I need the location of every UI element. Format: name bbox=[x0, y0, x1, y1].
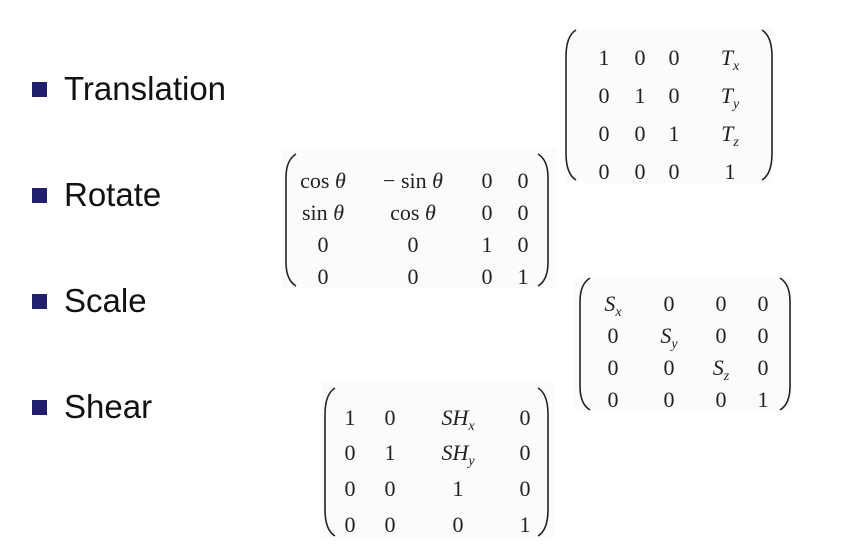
rotate-cell-1-3: 0 bbox=[518, 200, 529, 225]
rotate-cell-0-3: 0 bbox=[518, 168, 529, 193]
shear-cell-0-1: 0 bbox=[385, 405, 396, 430]
translation-right-paren bbox=[761, 29, 773, 181]
shear-cell-2-1: 0 bbox=[385, 476, 396, 501]
rotate-cell-0-0: cos θ bbox=[300, 168, 346, 193]
bullet-label-translation: Translation bbox=[64, 70, 227, 107]
scale-cell-1-3: 0 bbox=[758, 323, 769, 348]
shear-cell-1-2: SHy bbox=[441, 440, 475, 469]
rotate-cell-3-3: 1 bbox=[518, 264, 529, 289]
translation-cell-0-3: Tx bbox=[721, 45, 740, 74]
translation-cell-0-0: 1 bbox=[599, 45, 610, 70]
shear-cell-3-2: 0 bbox=[453, 512, 464, 537]
scale-cell-2-3: 0 bbox=[758, 355, 769, 380]
translation-matrix-box bbox=[566, 28, 772, 183]
shear-cell-3-3: 1 bbox=[520, 512, 531, 537]
shear-cell-1-0: 0 bbox=[345, 440, 356, 465]
rotate-cell-0-2: 0 bbox=[482, 168, 493, 193]
scale-cell-0-3: 0 bbox=[758, 291, 769, 316]
square-bullet-icon bbox=[32, 187, 47, 203]
translation-cell-1-0: 0 bbox=[599, 83, 610, 108]
bullet-label-scale: Scale bbox=[64, 282, 147, 319]
scale-cell-3-1: 0 bbox=[664, 387, 675, 412]
shear-cell-0-0: 1 bbox=[345, 405, 356, 430]
scale-cell-2-2: Sz bbox=[713, 355, 730, 384]
scale-cell-1-2: 0 bbox=[716, 323, 727, 348]
translation-cell-3-0: 0 bbox=[599, 159, 610, 184]
scale-right-paren bbox=[779, 277, 791, 411]
rotate-left-paren bbox=[285, 153, 297, 287]
scale-matrix-box bbox=[574, 276, 792, 412]
translation-cell-3-2: 0 bbox=[669, 159, 680, 184]
scale-cell-2-1: 0 bbox=[664, 355, 675, 380]
rotate-cell-2-2: 1 bbox=[482, 232, 493, 257]
scale-cell-0-1: 0 bbox=[664, 291, 675, 316]
bullet-shear: Shear bbox=[32, 388, 152, 426]
scale-cell-3-0: 0 bbox=[608, 387, 619, 412]
rotate-cell-3-1: 0 bbox=[408, 264, 419, 289]
translation-cell-0-2: 0 bbox=[669, 45, 680, 70]
shear-cell-3-1: 0 bbox=[385, 512, 396, 537]
bullet-rotate: Rotate bbox=[32, 176, 161, 214]
rotate-cell-3-2: 0 bbox=[482, 264, 493, 289]
shear-left-paren bbox=[324, 387, 336, 537]
scale-cell-0-2: 0 bbox=[716, 291, 727, 316]
shear-matrix-box bbox=[322, 380, 554, 538]
rotate-cell-2-1: 0 bbox=[408, 232, 419, 257]
rotate-cell-2-3: 0 bbox=[518, 232, 529, 257]
shear-cell-3-0: 0 bbox=[345, 512, 356, 537]
scale-left-paren bbox=[579, 277, 591, 411]
translation-cell-3-1: 0 bbox=[635, 159, 646, 184]
scale-cell-3-3: 1 bbox=[758, 387, 769, 412]
shear-cell-2-3: 0 bbox=[520, 476, 531, 501]
bullet-label-rotate: Rotate bbox=[64, 176, 162, 213]
square-bullet-icon bbox=[32, 81, 47, 97]
shear-cell-2-0: 0 bbox=[345, 476, 356, 501]
translation-cell-2-2: 1 bbox=[669, 121, 680, 146]
shear-cell-1-1: 1 bbox=[385, 440, 396, 465]
scale-cell-3-2: 0 bbox=[716, 387, 727, 412]
translation-cell-2-3: Tz bbox=[721, 121, 739, 150]
translation-cell-2-0: 0 bbox=[599, 121, 610, 146]
translation-cell-1-2: 0 bbox=[669, 83, 680, 108]
rotate-matrix-box bbox=[282, 148, 556, 288]
bullet-label-shear: Shear bbox=[64, 388, 153, 425]
bullet-scale: Scale bbox=[32, 282, 147, 320]
rotate-cell-1-0: sin θ bbox=[302, 200, 344, 225]
rotate-cell-1-1: cos θ bbox=[390, 200, 436, 225]
shear-cell-1-3: 0 bbox=[520, 440, 531, 465]
shear-cell-0-3: 0 bbox=[520, 405, 531, 430]
shear-cell-0-2: SHx bbox=[441, 405, 475, 434]
translation-cell-1-1: 1 bbox=[635, 83, 646, 108]
translation-cell-3-3: 1 bbox=[725, 159, 736, 184]
scale-cell-2-0: 0 bbox=[608, 355, 619, 380]
bullet-translation: Translation bbox=[32, 70, 226, 108]
rotate-cell-0-1: − sin θ bbox=[383, 168, 443, 193]
rotate-right-paren bbox=[537, 153, 549, 287]
rotate-cell-1-2: 0 bbox=[482, 200, 493, 225]
square-bullet-icon bbox=[32, 293, 47, 309]
rotate-cell-2-0: 0 bbox=[318, 232, 329, 257]
translation-cell-0-1: 0 bbox=[635, 45, 646, 70]
scale-cell-0-0: Sx bbox=[604, 291, 622, 320]
translation-cell-2-1: 0 bbox=[635, 121, 646, 146]
scale-cell-1-0: 0 bbox=[608, 323, 619, 348]
scale-cell-1-1: Sy bbox=[660, 323, 678, 352]
shear-cell-2-2: 1 bbox=[453, 476, 464, 501]
translation-cell-1-3: Ty bbox=[721, 83, 740, 112]
square-bullet-icon bbox=[32, 399, 47, 415]
translation-left-paren bbox=[565, 29, 577, 181]
shear-right-paren bbox=[537, 387, 549, 537]
rotate-cell-3-0: 0 bbox=[318, 264, 329, 289]
